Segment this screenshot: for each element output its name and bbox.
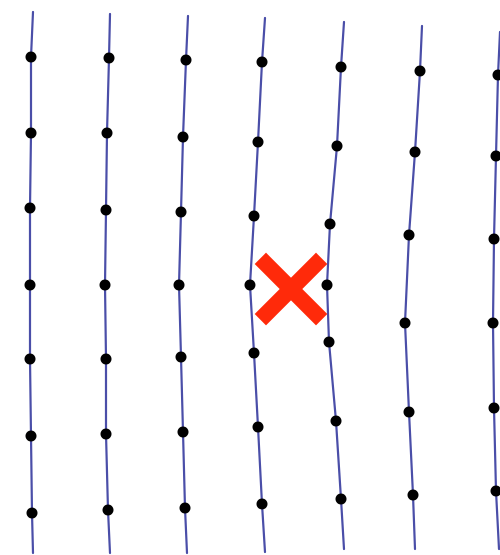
node-7-4 [488, 318, 499, 329]
node-2-4 [100, 280, 111, 291]
node-1-7 [27, 508, 38, 519]
node-4-4 [245, 280, 256, 291]
node-4-3 [249, 211, 260, 222]
node-3-4 [174, 280, 185, 291]
node-3-7 [180, 503, 191, 514]
node-5-7 [336, 494, 347, 505]
node-3-2 [178, 132, 189, 143]
node-4-7 [257, 499, 268, 510]
node-5-3 [325, 219, 336, 230]
node-1-4 [25, 280, 36, 291]
node-5-6 [331, 416, 342, 427]
node-2-3 [101, 205, 112, 216]
node-6-2 [410, 147, 421, 158]
node-4-5 [249, 348, 260, 359]
node-3-5 [176, 352, 187, 363]
node-7-5 [489, 403, 500, 414]
node-2-2 [102, 128, 113, 139]
node-3-1 [181, 55, 192, 66]
node-1-2 [26, 128, 37, 139]
node-4-6 [253, 422, 264, 433]
node-5-5 [324, 337, 335, 348]
node-1-6 [26, 431, 37, 442]
node-6-3 [404, 230, 415, 241]
node-4-2 [253, 137, 264, 148]
node-3-3 [176, 207, 187, 218]
node-5-1 [336, 62, 347, 73]
node-2-7 [103, 505, 114, 516]
node-6-5 [404, 407, 415, 418]
node-6-4 [400, 318, 411, 329]
node-5-2 [332, 141, 343, 152]
node-6-1 [415, 66, 426, 77]
node-7-3 [489, 234, 500, 245]
node-4-1 [257, 57, 268, 68]
node-1-1 [26, 52, 37, 63]
node-5-4 [322, 280, 333, 291]
node-1-5 [25, 354, 36, 365]
node-6-6 [408, 490, 419, 501]
node-2-1 [104, 53, 115, 64]
node-1-3 [25, 203, 36, 214]
node-3-6 [178, 427, 189, 438]
node-2-6 [101, 429, 112, 440]
node-2-5 [101, 354, 112, 365]
